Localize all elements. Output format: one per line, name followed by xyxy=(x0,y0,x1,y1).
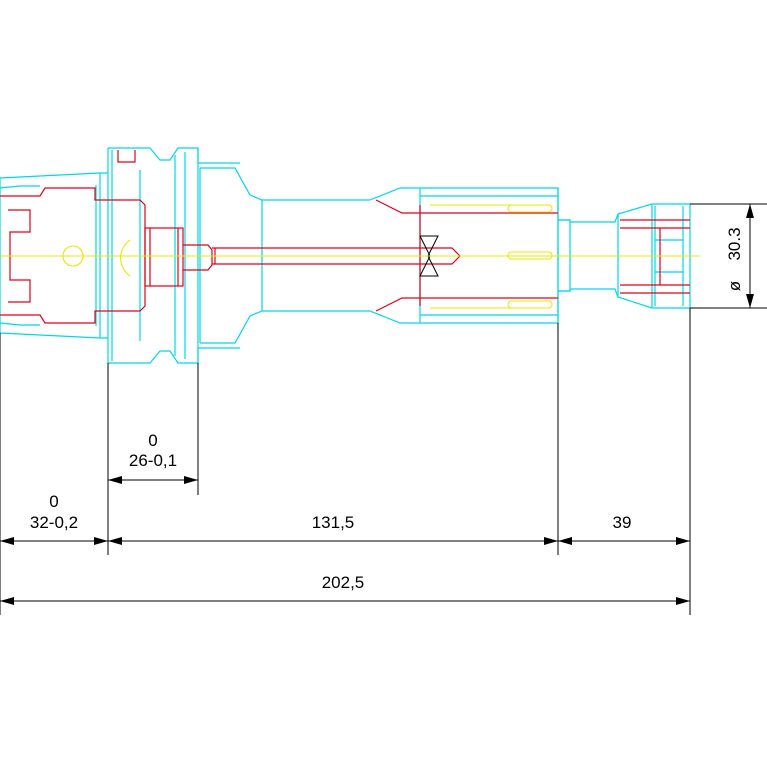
diameter-symbol: ø xyxy=(725,281,744,291)
dimension-arrows xyxy=(0,204,754,605)
shank-length-tolerance: 0 xyxy=(49,492,58,511)
nut-diameter-dimension: ø 30.3 xyxy=(725,227,744,291)
nut-diameter-value: 30.3 xyxy=(725,227,744,260)
flange-width-dimension: 26-0,1 xyxy=(129,451,177,470)
nut-length-dimension: 39 xyxy=(613,513,632,532)
dimension-lines xyxy=(0,203,767,615)
flange-width-tolerance: 0 xyxy=(148,431,157,450)
holder-internal-detail xyxy=(0,150,690,324)
body-length-dimension: 131,5 xyxy=(312,513,355,532)
shank-length-dimension: 32-0,2 xyxy=(30,513,78,532)
overall-length-dimension: 202,5 xyxy=(322,573,365,592)
